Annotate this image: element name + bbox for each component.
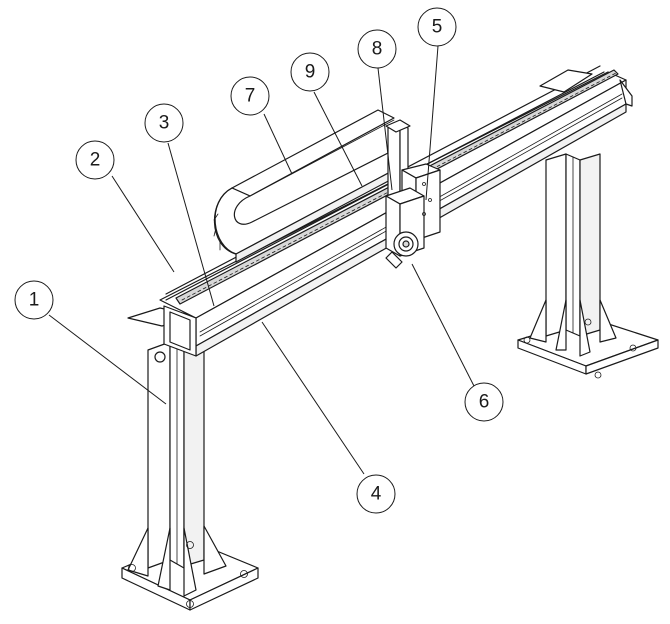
callouts: 1 2 3 4 5 6 7 8 [14,7,504,514]
svg-text:1: 1 [29,290,40,311]
leader-1 [48,314,167,405]
leader-3 [167,142,215,307]
callout-5: 5 [417,7,457,47]
svg-text:3: 3 [159,113,170,134]
leader-8 [377,67,393,191]
leader-7 [263,113,293,175]
leader-6 [411,263,475,387]
callout-6: 6 [464,382,504,422]
left-support-column [121,341,259,611]
svg-text:4: 4 [371,484,382,505]
motor-gearbox [385,231,419,269]
leader-9 [313,91,363,187]
callout-4: 4 [356,474,396,514]
callout-8: 8 [357,29,397,69]
leader-2 [111,175,175,273]
svg-text:9: 9 [305,62,316,83]
svg-text:7: 7 [245,86,256,107]
callout-7: 7 [230,76,270,116]
callout-3: 3 [144,103,184,143]
svg-text:6: 6 [479,392,490,413]
callout-2: 2 [75,140,115,180]
svg-text:8: 8 [372,39,383,60]
svg-text:2: 2 [90,150,101,171]
cable-drag-chain [213,109,395,263]
svg-text:5: 5 [432,17,443,38]
callout-9: 9 [290,52,330,92]
leader-4 [261,321,365,475]
leader-5 [425,45,439,201]
callout-1: 1 [14,280,54,320]
right-support-column [517,153,659,379]
